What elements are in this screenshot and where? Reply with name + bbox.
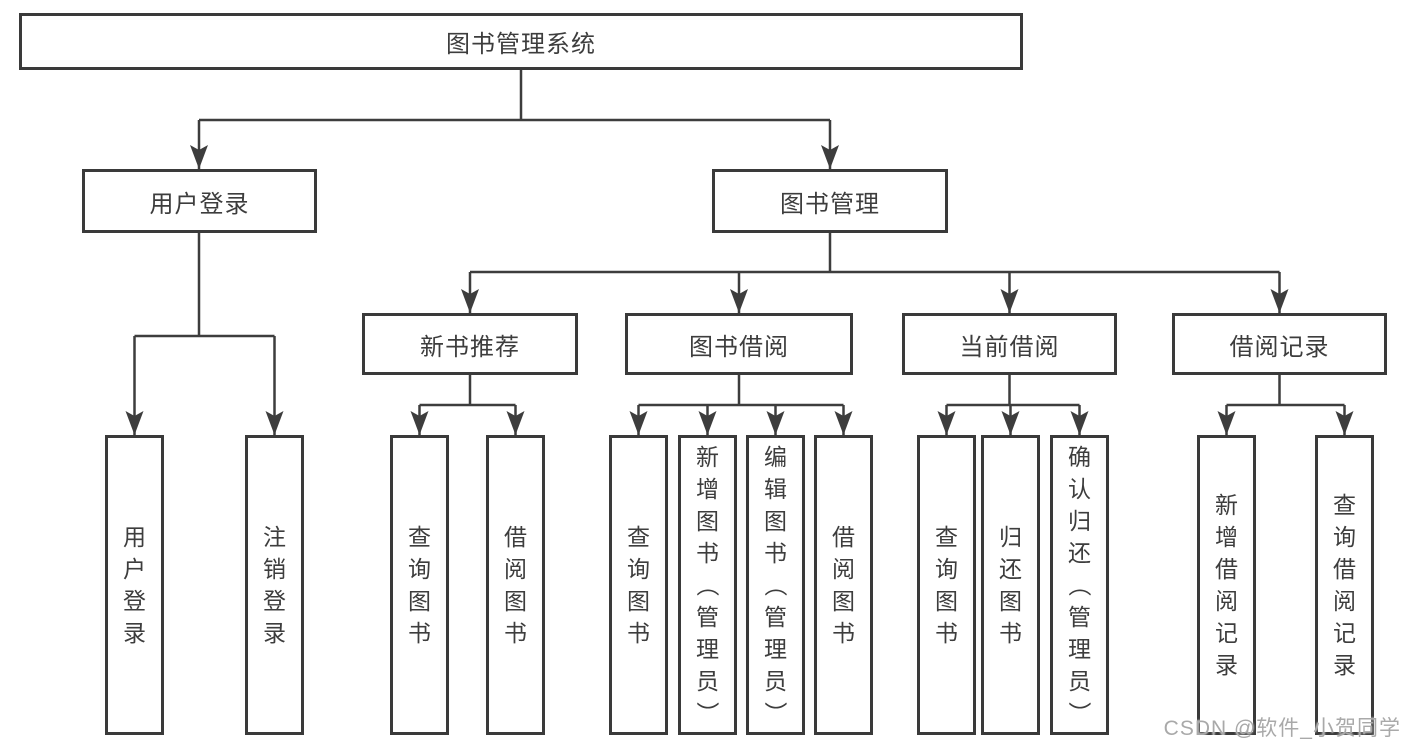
connector-book-borrow-trunk bbox=[638, 375, 844, 407]
leaf-return-books: 归还图书 bbox=[981, 435, 1040, 735]
leaf-user-login: 用户登录 bbox=[105, 435, 164, 735]
leaf-borrow-books: 借阅图书 bbox=[814, 435, 873, 735]
leaf-add-book-admin: 新增图书（管理员） bbox=[678, 435, 737, 735]
node-book-management: 图书管理 bbox=[712, 169, 948, 233]
leaf-confirm-return-admin: 确认归还（管理员） bbox=[1050, 435, 1109, 735]
leaf-query-books-borrow: 查询图书 bbox=[609, 435, 668, 735]
node-library-system: 图书管理系统 bbox=[19, 13, 1023, 70]
leaf-query-books-current: 查询图书 bbox=[917, 435, 976, 735]
node-new-book-recommend: 新书推荐 bbox=[362, 313, 578, 375]
leaf-query-borrow-record: 查询借阅记录 bbox=[1315, 435, 1374, 735]
leaf-add-borrow-record: 新增借阅记录 bbox=[1197, 435, 1256, 735]
node-user-login: 用户登录 bbox=[82, 169, 317, 233]
connector-new-books-trunk bbox=[419, 375, 516, 407]
connector-book-mgmt-trunk bbox=[470, 233, 1280, 274]
leaf-borrow-books-recommend: 借阅图书 bbox=[486, 435, 545, 735]
node-current-borrow: 当前借阅 bbox=[902, 313, 1117, 375]
leaf-edit-book-admin: 编辑图书（管理员） bbox=[746, 435, 805, 735]
connector-current-borrow-trunk bbox=[946, 375, 1080, 407]
leaf-logout-login: 注销登录 bbox=[245, 435, 304, 735]
leaf-query-books-recommend: 查询图书 bbox=[390, 435, 449, 735]
connector-user-login-trunk bbox=[134, 233, 275, 338]
node-borrow-records: 借阅记录 bbox=[1172, 313, 1387, 375]
csdn-watermark: CSDN @软件_小贺同学 bbox=[1163, 717, 1401, 740]
connector-borrow-records-trunk bbox=[1226, 375, 1345, 407]
node-book-borrow: 图书借阅 bbox=[625, 313, 853, 375]
connector-root-trunk bbox=[199, 70, 830, 122]
